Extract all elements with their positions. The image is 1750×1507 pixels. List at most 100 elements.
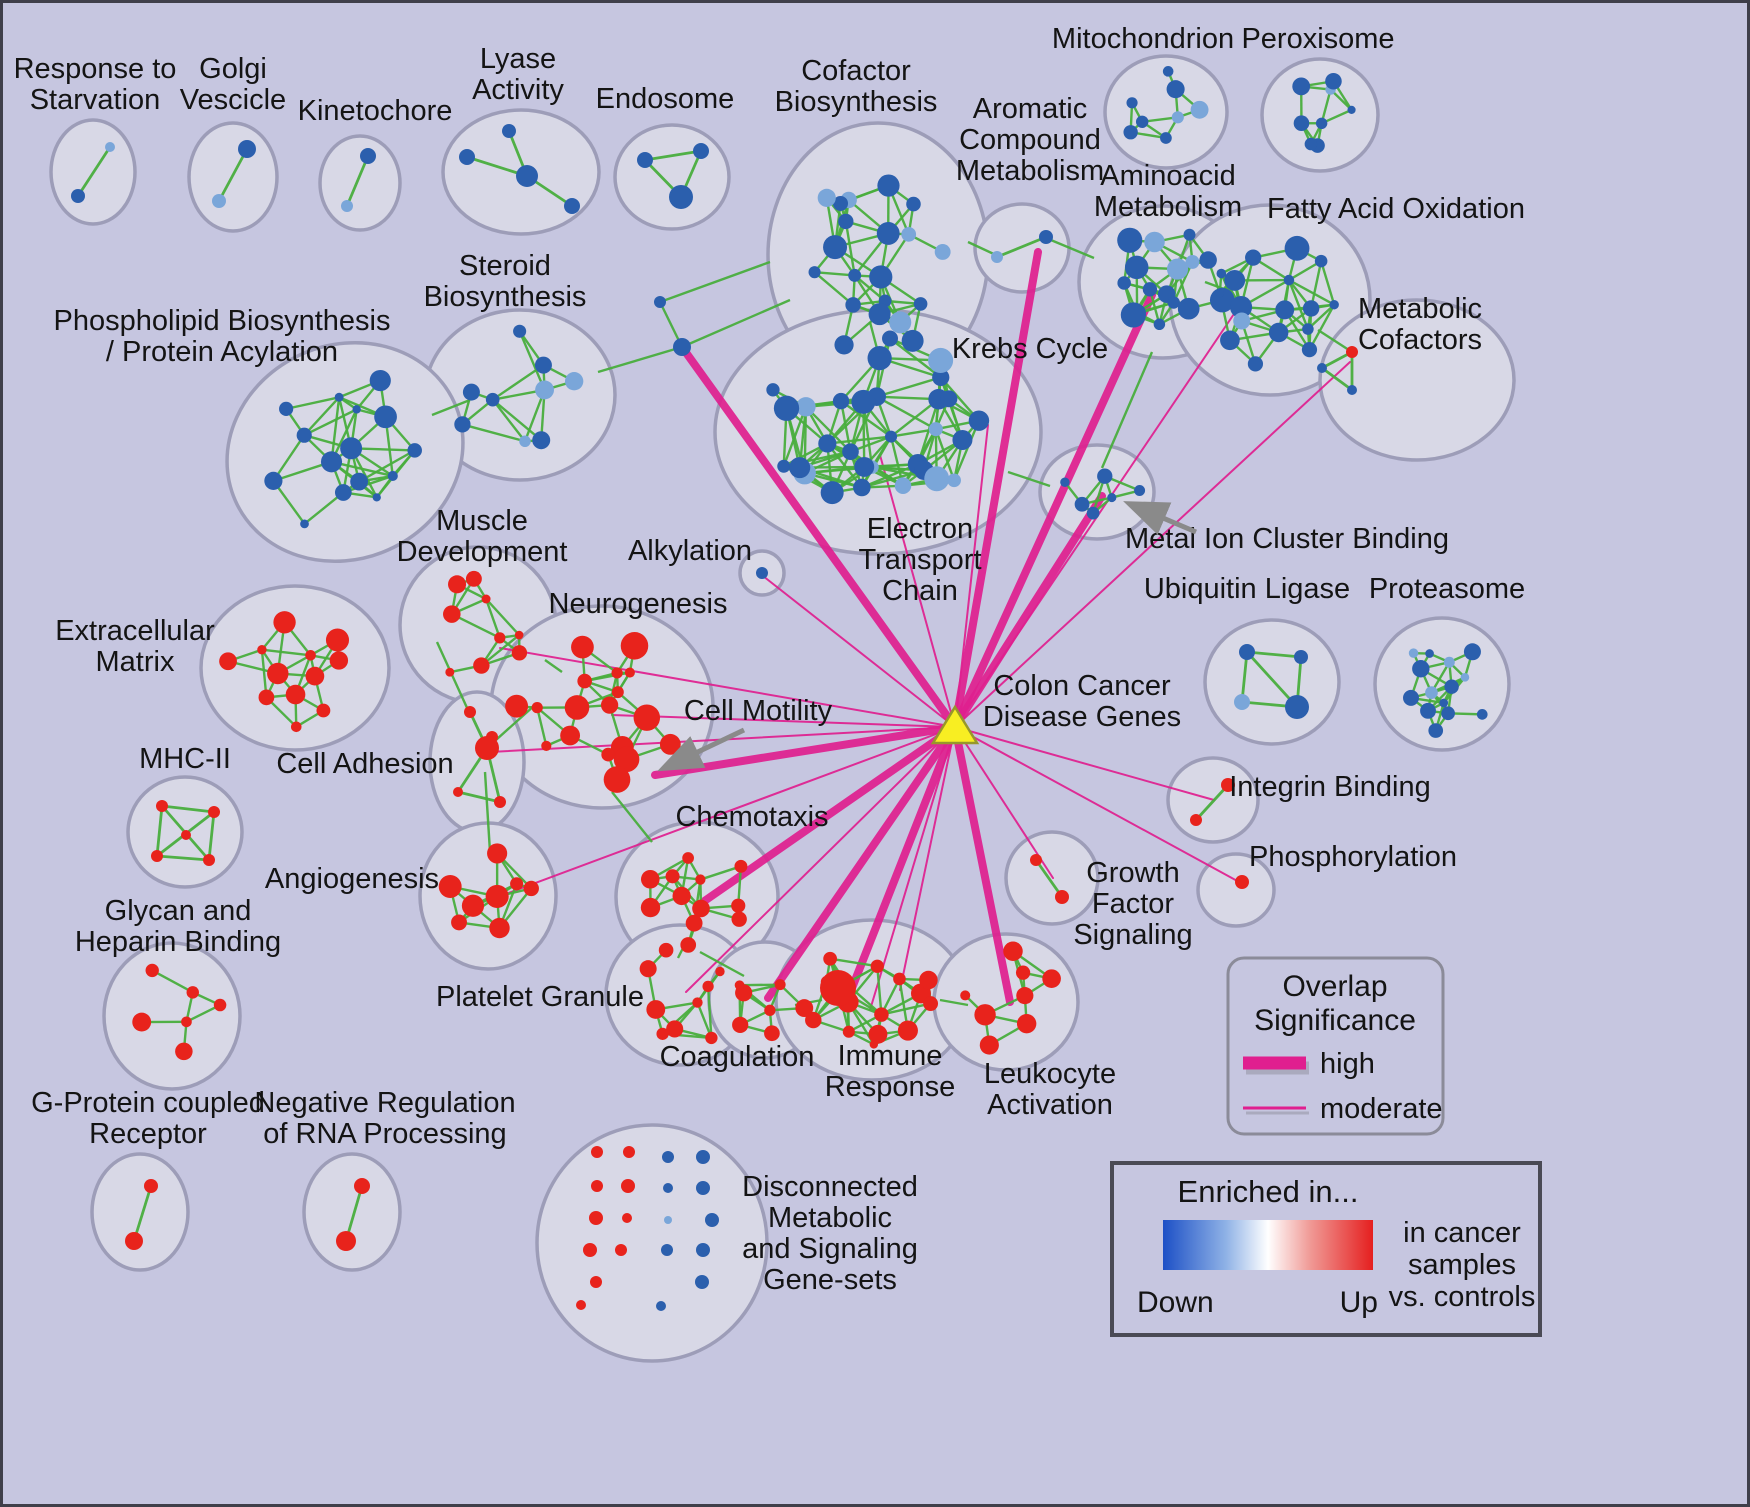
gene-set-node <box>1302 323 1314 335</box>
gene-set-edge <box>826 442 863 489</box>
gene-set-edge <box>827 435 892 445</box>
gene-set-node <box>817 188 836 207</box>
gene-set-node <box>438 875 462 898</box>
gene-set-node <box>285 684 306 705</box>
label-immune-response-line-1: Response <box>825 1071 956 1103</box>
gene-set-node <box>203 854 215 866</box>
gene-set-node <box>1167 296 1180 309</box>
gene-set-node <box>621 1179 635 1193</box>
gene-set-edge <box>484 598 501 639</box>
gene-set-node <box>1117 227 1143 253</box>
gene-set-edge <box>829 957 878 968</box>
gene-set-node <box>663 1183 673 1193</box>
gene-set-node <box>454 416 471 433</box>
significance-link-metal-ion-cluster-binding <box>951 492 1106 731</box>
label-g-protein-coupled-receptor-line-1: Receptor <box>89 1118 207 1150</box>
inter-cluster-edge <box>939 998 969 1007</box>
label-leukocyte-activation-line-0: Leukocyte <box>984 1058 1116 1090</box>
gene-set-node <box>1030 854 1042 866</box>
gene-set-node <box>1346 346 1358 358</box>
cluster-ellipse-g-protein-coupled-receptor <box>90 1152 190 1272</box>
gene-set-edge <box>345 155 370 207</box>
gene-set-node <box>665 869 680 884</box>
gene-set-node <box>696 1150 710 1164</box>
inter-cluster-edge <box>597 345 683 374</box>
gene-set-node <box>613 746 640 773</box>
gene-set-node <box>715 966 725 977</box>
gene-set-node <box>577 673 592 689</box>
gene-set-node <box>1220 330 1240 351</box>
gene-set-node <box>601 747 616 762</box>
gene-set-node <box>473 657 490 674</box>
significance-link-coagulation <box>764 723 959 1002</box>
label-integrin-binding-line-0: Integrin Binding <box>1229 771 1431 803</box>
label-colon-cancer-hub-line-0: Colon Cancer <box>993 670 1171 702</box>
gene-set-node <box>932 368 950 386</box>
label-electron-transport-chain-line-0: Electron <box>867 513 973 545</box>
label-metal-ion-cluster-binding-line-0: Metal Ion Cluster Binding <box>1125 523 1449 555</box>
gene-set-node <box>870 959 884 973</box>
gene-set-node <box>1039 230 1053 244</box>
gene-set-node <box>1097 468 1113 484</box>
label-disconnected-genesets-line-1: Metabolic <box>768 1202 892 1234</box>
inter-cluster-edge <box>699 950 745 978</box>
significance-link-aminoacid-metabolism <box>951 291 1156 731</box>
gene-set-node <box>443 605 461 623</box>
label-kinetochore-line-0: Kinetochore <box>298 95 453 127</box>
cluster-ellipse-mitochondrion <box>1103 54 1229 170</box>
gene-set-node <box>1403 689 1419 706</box>
label-cell-motility-line-0: Cell Motility <box>684 695 833 727</box>
gene-set-node <box>924 466 950 492</box>
gene-set-node <box>502 124 516 138</box>
legend-overlap-box <box>1226 956 1445 1136</box>
gene-set-node <box>448 575 467 594</box>
label-platelet-granule-line-0: Platelet Granule <box>436 981 644 1013</box>
gene-set-node <box>1239 644 1255 660</box>
gene-set-edge <box>260 649 268 698</box>
gene-set-node <box>279 401 294 416</box>
gene-set-node <box>175 1042 193 1061</box>
gene-set-node <box>1235 875 1249 889</box>
gene-set-node <box>624 667 635 678</box>
gene-set-node <box>407 443 422 458</box>
label-angiogenesis-line-0: Angiogenesis <box>265 863 439 895</box>
gene-set-node <box>334 392 344 402</box>
connector-node <box>673 338 691 356</box>
gene-set-node <box>151 850 163 862</box>
gene-set-edge <box>76 146 112 197</box>
label-golgi-vescicle-line-0: Golgi <box>199 53 267 85</box>
gene-set-edge <box>814 270 855 277</box>
gene-set-node <box>600 696 619 714</box>
gene-set-node <box>511 645 528 661</box>
gene-set-edge <box>1307 303 1336 330</box>
significance-link-krebs-cycle <box>954 424 989 728</box>
gene-set-node <box>583 1243 597 1257</box>
legend-enrichment-note-line-1: samples <box>1408 1249 1516 1281</box>
gene-set-node <box>877 174 900 197</box>
gene-set-node <box>489 917 510 939</box>
gene-set-node <box>329 651 349 670</box>
gene-set-edge <box>876 966 883 1015</box>
gene-set-node <box>212 194 226 208</box>
gene-set-node <box>1117 276 1131 290</box>
significance-link-growth-factor-signaling <box>954 726 1054 879</box>
gene-set-edge <box>916 398 940 465</box>
gene-set-edge <box>303 408 358 437</box>
gene-set-edge <box>151 969 194 994</box>
gene-set-edge <box>706 986 713 1039</box>
gene-set-node <box>1003 941 1023 961</box>
label-fatty-acid-oxidation-line-0: Fatty Acid Oxidation <box>1267 193 1525 225</box>
inter-cluster-edge <box>431 398 471 417</box>
gene-set-node <box>901 329 924 352</box>
gene-set-node <box>372 493 381 502</box>
cluster-ellipse-peroxisome <box>1260 57 1380 173</box>
connector-node <box>654 296 666 308</box>
legend-enrichment-note-line-0: in cancer <box>1403 1217 1521 1249</box>
gene-set-node <box>1284 235 1310 261</box>
label-response-to-starvation-line-1: Starvation <box>30 84 161 116</box>
gene-set-edge <box>358 449 416 483</box>
gene-set-node <box>505 694 529 718</box>
label-glycan-heparin-binding-line-1: Heparin Binding <box>75 926 281 958</box>
label-cofactor-biosynthesis-line-0: Cofactor <box>801 55 911 87</box>
